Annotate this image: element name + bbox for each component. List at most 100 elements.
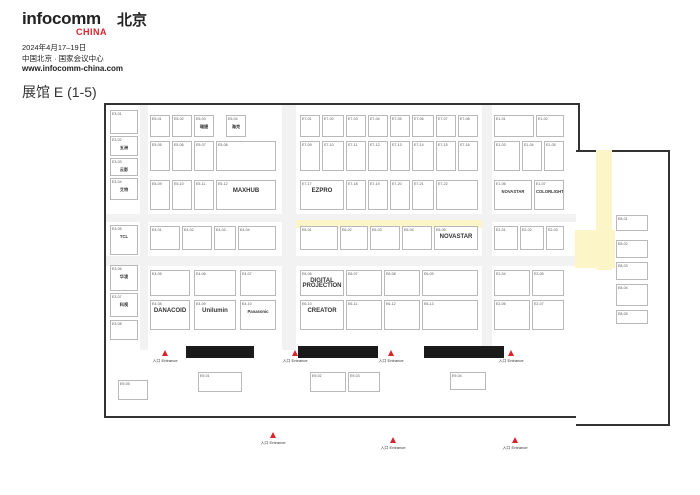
booth-e7-14[interactable]: E7-14: [412, 141, 434, 171]
booth-e6-13[interactable]: E6-13: [422, 300, 478, 330]
entrance-label[interactable]: 入口 Entrance: [152, 358, 178, 363]
booth-e7-20[interactable]: E7-20: [390, 180, 410, 210]
booth-e5-10[interactable]: E5-10: [172, 180, 192, 210]
entrance-label[interactable]: 入口 Entrance: [260, 440, 286, 445]
booth-e5-08[interactable]: E5-08: [216, 141, 276, 171]
booth-id: E5-01: [152, 117, 162, 121]
booth-e7-09[interactable]: E7-09: [300, 141, 320, 171]
booth-e7-02[interactable]: E7-02: [322, 115, 344, 137]
booth-e4-05[interactable]: E4-05: [150, 270, 190, 296]
booth-e7-03[interactable]: E7-03: [346, 115, 366, 137]
booth-e2-05[interactable]: E2-05: [532, 270, 564, 296]
booth-e1-05[interactable]: E1-05: [544, 141, 564, 171]
booth-e6-04[interactable]: E6-04: [402, 226, 432, 250]
booth-e2-02[interactable]: E2-02: [520, 226, 544, 250]
booth-e5-06[interactable]: E5-06: [172, 141, 192, 171]
booth-e8-02[interactable]: E8-02: [616, 240, 648, 258]
booth-e5-02[interactable]: E5-02: [172, 115, 192, 137]
booth-e3-01[interactable]: E3-01: [110, 110, 138, 134]
entrance-label[interactable]: 入口 Entrance: [378, 358, 404, 363]
booth-e4-01[interactable]: E4-01: [150, 226, 180, 250]
booth-e7-13[interactable]: E7-13: [390, 141, 410, 171]
booth-e8-03[interactable]: E8-03: [616, 262, 648, 280]
booth-e4-07[interactable]: E4-07: [240, 270, 276, 296]
booth-e8-04[interactable]: E8-04: [616, 284, 648, 306]
booth-e4-03[interactable]: E4-03: [214, 226, 236, 250]
booth-id: E1-03: [496, 143, 506, 147]
booth-e7-19[interactable]: E7-19: [368, 180, 388, 210]
booth-e5-05[interactable]: E5-05: [150, 141, 170, 171]
booth-e7-10[interactable]: E7-10: [322, 141, 344, 171]
booth-e7-06[interactable]: E7-06: [412, 115, 434, 137]
booth-e2-03[interactable]: E2-03: [546, 226, 564, 250]
booth-e9-03[interactable]: E9-03: [348, 372, 380, 392]
booth-e7-18[interactable]: E7-18: [346, 180, 366, 210]
entrance-label[interactable]: 入口 Entrance: [498, 358, 524, 363]
booth-e1-04[interactable]: E1-04: [522, 141, 542, 171]
booth-e8-05[interactable]: E8-05: [616, 310, 648, 324]
booth-e7-05[interactable]: E7-05: [390, 115, 410, 137]
booth-e6-12[interactable]: E6-12: [384, 300, 420, 330]
booth-e5-07[interactable]: E5-07: [194, 141, 214, 171]
booth-e6-02[interactable]: E6-02: [340, 226, 368, 250]
event-url[interactable]: www.infocomm-china.com: [22, 64, 124, 73]
booth-e7-01[interactable]: E7-01: [300, 115, 320, 137]
booth-e6-01[interactable]: E6-01: [300, 226, 338, 250]
booth-e4-04[interactable]: E4-04: [238, 226, 276, 250]
booth-e7-15[interactable]: E7-15: [436, 141, 456, 171]
booth-e5-01[interactable]: E5-01: [150, 115, 170, 137]
booth-e9-02[interactable]: E9-02: [310, 372, 346, 392]
booth-e1-02[interactable]: E1-02: [536, 115, 564, 137]
booth-e6-08[interactable]: E6-08: [384, 270, 420, 296]
booth-e7-08[interactable]: E7-08: [458, 115, 478, 137]
booth-e6-09[interactable]: E6-09: [422, 270, 478, 296]
entrance-label[interactable]: 入口 Entrance: [380, 445, 406, 450]
booth-e2-04[interactable]: E2-04: [494, 270, 530, 296]
booth-e6-11[interactable]: E6-11: [346, 300, 382, 330]
booth-e4-02[interactable]: E4-02: [182, 226, 212, 250]
booth-e9-04[interactable]: E9-04: [450, 372, 486, 390]
booth-e4-06[interactable]: E4-06: [194, 270, 236, 296]
booth-e7-04[interactable]: E7-04: [368, 115, 388, 137]
booth-e5-11[interactable]: E5-11: [194, 180, 214, 210]
booth-e6-07[interactable]: E6-07: [346, 270, 382, 296]
booth-e7-22[interactable]: E7-22: [436, 180, 478, 210]
booth-e7-16[interactable]: E7-16: [458, 141, 478, 171]
booth-e7-12[interactable]: E7-12: [368, 141, 388, 171]
entrance-label[interactable]: 入口 Entrance: [502, 445, 528, 450]
booth-e7-21[interactable]: E7-21: [412, 180, 434, 210]
booth-e9-01[interactable]: E9-01: [198, 372, 242, 392]
booth-e2-01[interactable]: E2-01: [494, 226, 518, 250]
booth-e3-08[interactable]: E3-08: [110, 320, 138, 340]
booth-e2-06[interactable]: E2-06: [494, 300, 530, 330]
booth-e5-09[interactable]: E5-09: [150, 180, 170, 210]
booth-e1-03[interactable]: E1-03: [494, 141, 520, 171]
booth-e8-01[interactable]: E8-01: [616, 215, 648, 231]
booth-e9-05[interactable]: E9-05: [118, 380, 148, 400]
booth-e1-01[interactable]: E1-01: [494, 115, 534, 137]
booth-e6-03[interactable]: E6-03: [370, 226, 400, 250]
booth-e7-07[interactable]: E7-07: [436, 115, 456, 137]
entrance-label[interactable]: 入口 Entrance: [282, 358, 308, 363]
booth-e7-11[interactable]: E7-11: [346, 141, 366, 171]
booth-id: E7-17: [302, 182, 312, 186]
booth-e2-07[interactable]: E2-07: [532, 300, 564, 330]
